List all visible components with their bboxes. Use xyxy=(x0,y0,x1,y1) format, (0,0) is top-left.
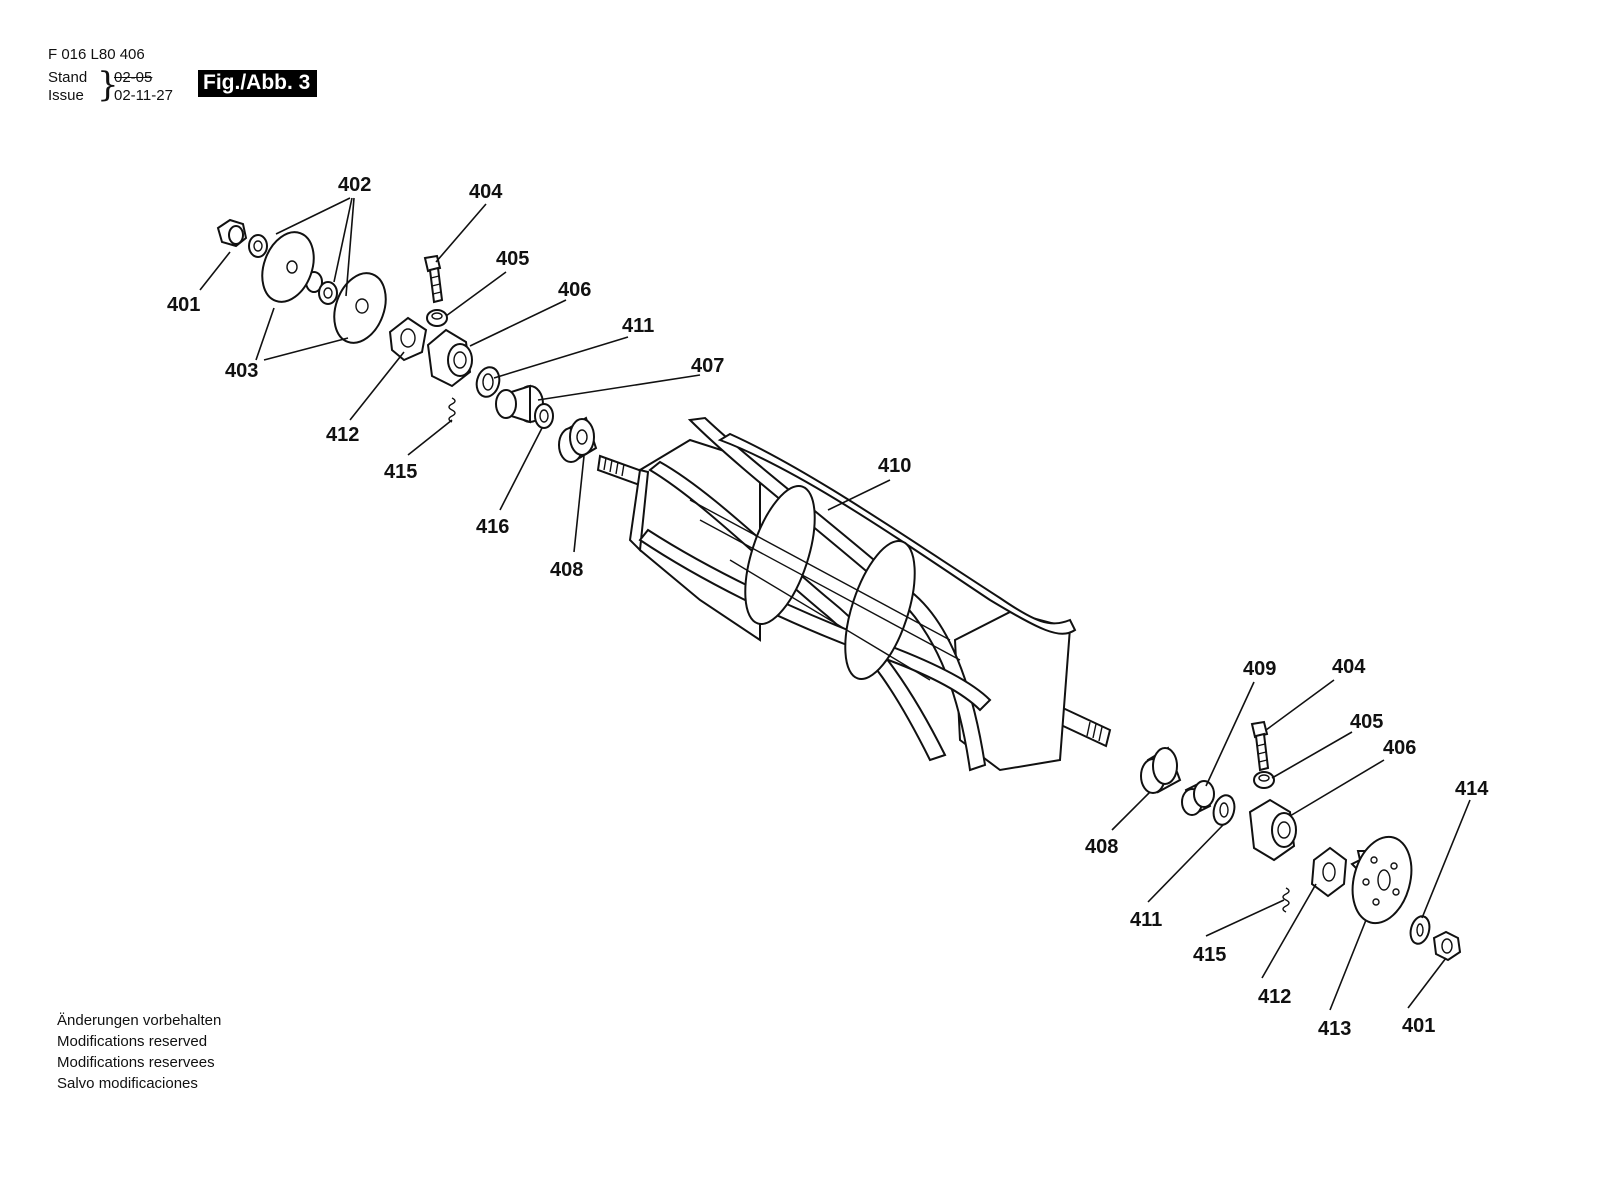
callout-402: 402 xyxy=(338,174,371,196)
part-408-bearing-left xyxy=(558,416,598,463)
note-french: Modifications reservees xyxy=(57,1054,215,1071)
issue-date: 02-11-27 xyxy=(114,87,173,104)
date-brace: } xyxy=(97,65,119,105)
callout-412-left: 412 xyxy=(326,424,359,446)
part-401-nut-left xyxy=(216,218,248,248)
modification-notes: Änderungen vorbehalten Modifications res… xyxy=(57,1010,221,1094)
callout-411-right: 411 xyxy=(1130,909,1162,931)
document-number: F 016 L80 406 xyxy=(48,46,145,63)
part-406-bearing-housing-left xyxy=(426,328,473,388)
note-spanish: Salvo modificaciones xyxy=(57,1075,198,1092)
callout-411-left: 411 xyxy=(622,315,654,337)
part-406-bearing-housing-right xyxy=(1248,798,1297,862)
callout-407: 407 xyxy=(691,355,724,377)
callout-410: 410 xyxy=(878,455,911,477)
part-405-nut-left xyxy=(426,309,448,327)
part-410-cutting-reel xyxy=(596,416,1112,772)
leader-lines xyxy=(199,197,1471,1011)
part-405-nut-right xyxy=(1253,771,1275,789)
callout-406-left: 406 xyxy=(558,279,591,301)
callout-408-right: 408 xyxy=(1085,836,1118,858)
callout-413: 413 xyxy=(1318,1018,1351,1040)
callout-404-right: 404 xyxy=(1332,656,1366,678)
part-415-spring-left xyxy=(448,397,456,423)
part-415-spring-right xyxy=(1282,887,1290,913)
callout-403: 403 xyxy=(225,360,258,382)
part-404-bolt-right xyxy=(1250,720,1270,772)
callout-415-left: 415 xyxy=(384,461,417,483)
part-409-sleeve xyxy=(1181,780,1215,816)
callout-numbers: 402 401 403 404 405 406 411 407 412 415 … xyxy=(167,174,1489,1040)
part-411-washer-left xyxy=(475,366,501,398)
part-413-sprocket xyxy=(1350,835,1413,925)
part-411-washer-right xyxy=(1212,794,1236,826)
part-414-washer xyxy=(1409,915,1431,945)
callout-416: 416 xyxy=(476,516,509,538)
callout-414: 414 xyxy=(1455,778,1489,800)
callout-406-right: 406 xyxy=(1383,737,1416,759)
callout-415-right: 415 xyxy=(1193,944,1226,966)
callout-401-right: 401 xyxy=(1402,1015,1435,1037)
callout-405-left: 405 xyxy=(496,248,529,270)
stand-label: Stand xyxy=(48,69,88,86)
callout-401-left: 401 xyxy=(167,294,200,316)
part-402-washers-left xyxy=(248,234,338,305)
note-english: Modifications reserved xyxy=(57,1033,208,1050)
figure-label: Fig./Abb. 3 xyxy=(198,70,318,97)
part-412-plate-left xyxy=(388,316,428,362)
callout-412-right: 412 xyxy=(1258,986,1291,1008)
callout-404-left: 404 xyxy=(469,181,503,203)
part-412-plate-right xyxy=(1310,846,1348,898)
issue-label: Issue xyxy=(48,87,84,104)
callout-405-right: 405 xyxy=(1350,711,1383,733)
callout-408-left: 408 xyxy=(550,559,583,581)
superseded-date: 02-05 xyxy=(114,69,153,86)
part-404-bolt-left xyxy=(423,254,444,304)
part-416-washer xyxy=(534,403,554,429)
part-408-bearing-right xyxy=(1140,746,1182,794)
part-401-nut-right xyxy=(1432,930,1462,962)
callout-409: 409 xyxy=(1243,658,1276,680)
note-german: Änderungen vorbehalten xyxy=(57,1012,222,1029)
